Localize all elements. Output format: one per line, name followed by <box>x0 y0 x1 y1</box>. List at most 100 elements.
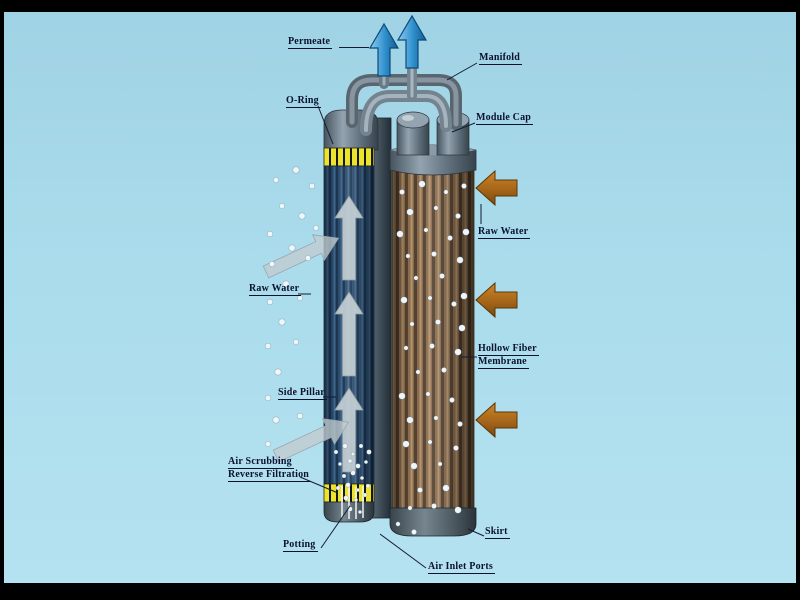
bubble <box>358 443 364 449</box>
up-flow-arrow <box>334 195 364 281</box>
raw-water-arrows <box>475 169 518 439</box>
leader-manifold <box>446 62 478 81</box>
label-side-pillar: Side Pillar <box>278 387 327 400</box>
bubble <box>455 213 461 219</box>
up-flow-arrow <box>334 291 364 377</box>
bubble <box>272 416 280 424</box>
bubble <box>313 225 319 231</box>
raw-water-arrow <box>475 281 518 319</box>
bubble <box>437 461 443 467</box>
bubble <box>396 230 404 238</box>
bubble <box>288 244 296 252</box>
bubble <box>454 506 462 514</box>
bubble <box>433 415 439 421</box>
bubble <box>415 369 421 375</box>
permeate-arrows <box>368 14 428 77</box>
bubble <box>268 260 276 268</box>
bubble <box>337 461 343 467</box>
inflow-arrow <box>272 418 350 463</box>
bubble <box>429 343 435 349</box>
bubble <box>293 339 299 345</box>
bubble <box>406 416 414 424</box>
air-inlet-ports <box>341 486 364 519</box>
bubble <box>399 189 405 195</box>
bubble <box>273 177 279 183</box>
leader-module-cap <box>451 122 476 133</box>
bubble <box>282 280 290 288</box>
right-module-skirt <box>389 507 477 537</box>
air-bubbles-left <box>264 166 319 447</box>
label-manifold: Manifold <box>479 52 523 65</box>
bubble <box>410 462 418 470</box>
bubble <box>357 509 363 515</box>
bubble <box>423 227 429 233</box>
bubble <box>264 342 272 350</box>
right-module <box>389 111 477 537</box>
bubble <box>405 253 411 259</box>
leader-lines <box>298 47 485 569</box>
leader-o-ring <box>317 105 334 145</box>
bubble <box>362 492 368 498</box>
label-potting: Potting <box>283 539 318 552</box>
bubble <box>350 451 356 457</box>
leader-potting <box>320 505 351 549</box>
up-flow-arrow <box>334 387 364 473</box>
air-scrubbing-bubbles <box>333 443 372 515</box>
bubble <box>279 203 285 209</box>
bubble <box>266 298 274 306</box>
bubble <box>453 445 459 451</box>
bubble <box>454 348 462 356</box>
bubble <box>409 321 415 327</box>
leader-skirt <box>467 528 485 537</box>
bubble <box>365 483 371 489</box>
bubble <box>265 441 271 447</box>
frame-bar-left <box>0 0 4 600</box>
bubble <box>433 205 439 211</box>
bubble <box>355 487 361 493</box>
internal-flow-arrows <box>334 195 364 473</box>
bubble <box>355 463 361 469</box>
bubble <box>449 397 455 403</box>
bubble <box>447 235 453 241</box>
bubble <box>398 392 406 400</box>
raw-water-inflow-arrows <box>262 234 350 463</box>
bubble <box>431 503 437 509</box>
leader-air-inlet-ports <box>379 533 427 569</box>
air-bubbles-right <box>395 180 470 535</box>
bubble <box>435 319 441 325</box>
label-raw-water-right: Raw Water <box>478 226 531 239</box>
o-ring-potting-top <box>323 147 375 167</box>
bubble <box>427 439 433 445</box>
bubble <box>289 389 295 395</box>
label-hollow-fiber-membrane: Hollow Fiber Membrane <box>478 343 539 369</box>
bubble <box>333 449 339 455</box>
bubble <box>264 394 272 402</box>
raw-water-arrow <box>475 169 518 207</box>
bubble <box>402 440 410 448</box>
label-air-scrubbing: Air Scrubbing Reverse Filtration <box>228 456 312 482</box>
bubble <box>443 189 449 195</box>
bubble <box>427 295 433 301</box>
bubble <box>395 521 401 527</box>
bubble <box>335 485 341 491</box>
frame-bar-bottom <box>0 583 800 600</box>
leader-air-scrubbing <box>299 476 339 494</box>
permeate-arrow <box>368 22 400 77</box>
bubble <box>350 470 356 476</box>
label-permeate: Permeate <box>288 36 333 49</box>
bubble <box>406 208 414 216</box>
label-air-inlet-ports: Air Inlet Ports <box>428 561 496 574</box>
bubble <box>341 473 347 479</box>
label-raw-water-left: Raw Water <box>249 283 302 296</box>
bubble <box>274 368 282 376</box>
bubble <box>413 275 419 281</box>
bubble <box>411 529 417 535</box>
bubble <box>407 505 413 511</box>
bubble <box>347 458 353 464</box>
bubble <box>400 296 408 304</box>
bubble <box>363 459 369 465</box>
bubble <box>451 301 457 307</box>
manifold-pipes <box>346 47 462 136</box>
